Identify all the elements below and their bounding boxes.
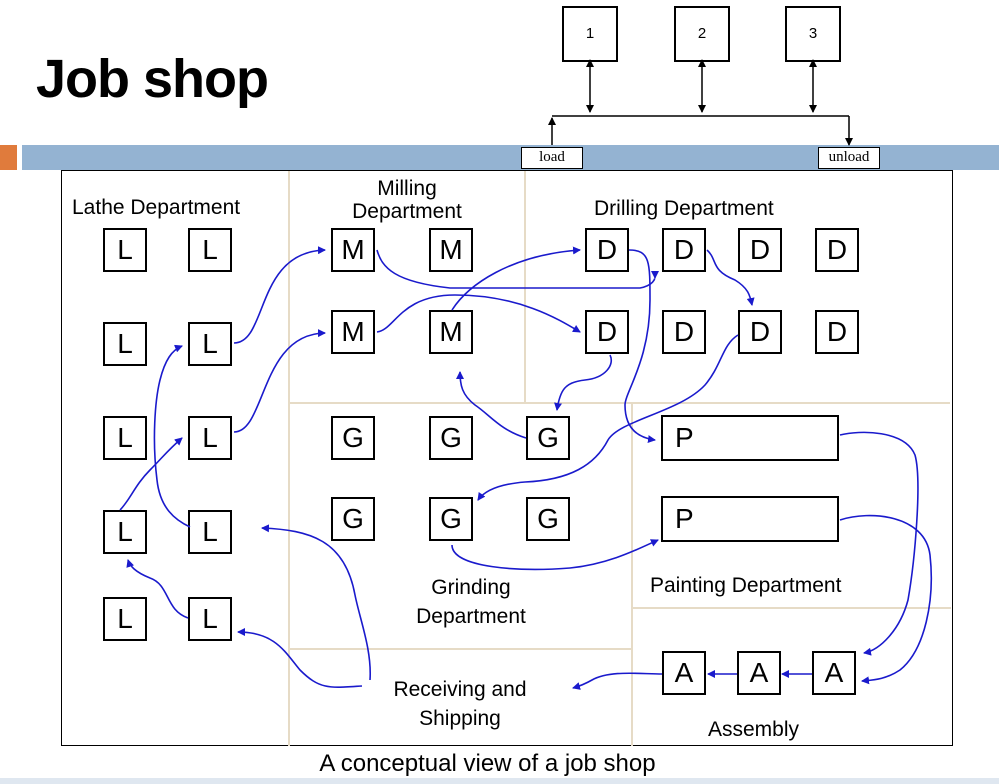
unload-station: unload [818, 147, 880, 169]
milling-machine: M [331, 228, 375, 272]
grinding-department-label: Grinding Department [405, 575, 537, 630]
diagram-caption: A conceptual view of a job shop [319, 750, 656, 777]
lathe-machine: L [188, 322, 232, 366]
separator [631, 404, 633, 746]
title-accent-bar [0, 145, 17, 170]
separator [633, 607, 951, 609]
drilling-machine: D [585, 228, 629, 272]
receiving-shipping-label: Receiving and Shipping [382, 677, 538, 732]
slide-title: Job shop [36, 49, 269, 109]
drilling-machine: D [662, 228, 706, 272]
transport-bus [548, 59, 853, 146]
lathe-department-label: Lathe Department [72, 196, 241, 219]
milling-machine: M [331, 310, 375, 354]
drilling-machine: D [815, 310, 859, 354]
grinding-machine: G [526, 497, 570, 541]
separator [290, 648, 631, 650]
lathe-machine: L [188, 510, 232, 554]
lathe-machine: L [188, 597, 232, 641]
lathe-machine: L [103, 597, 147, 641]
separator [290, 402, 950, 404]
assembly-machine: A [812, 651, 856, 695]
separator [288, 171, 290, 746]
grinding-machine: G [429, 497, 473, 541]
bottom-strip [0, 778, 999, 784]
milling-department-label: Milling Department [343, 176, 471, 225]
receiving-label-line2: Shipping [419, 707, 501, 730]
milling-machine: M [429, 310, 473, 354]
drilling-department-label: Drilling Department [594, 197, 774, 220]
painting-department-label: Painting Department [650, 574, 842, 597]
grinding-label-line2: Department [416, 605, 526, 628]
workstation-1: 1 [562, 6, 618, 62]
lathe-machine: L [103, 322, 147, 366]
painting-machine: P [661, 415, 839, 461]
assembly-machine: A [662, 651, 706, 695]
drilling-machine: D [662, 310, 706, 354]
milling-label-line2: Department [352, 200, 462, 223]
workstation-3: 3 [785, 6, 841, 62]
grinding-machine: G [331, 416, 375, 460]
milling-machine: M [429, 228, 473, 272]
grinding-machine: G [526, 416, 570, 460]
lathe-machine: L [103, 510, 147, 554]
lathe-machine: L [188, 228, 232, 272]
painting-machine: P [661, 496, 839, 542]
grinding-label-line1: Grinding [431, 576, 511, 599]
drilling-machine: D [738, 228, 782, 272]
drilling-machine: D [815, 228, 859, 272]
lathe-machine: L [103, 416, 147, 460]
lathe-machine: L [188, 416, 232, 460]
assembly-machine: A [737, 651, 781, 695]
grinding-machine: G [331, 497, 375, 541]
receiving-label-line1: Receiving and [393, 678, 527, 701]
assembly-label: Assembly [708, 718, 800, 741]
lathe-machine: L [103, 228, 147, 272]
grinding-machine: G [429, 416, 473, 460]
separator [524, 171, 526, 403]
drilling-machine: D [585, 310, 629, 354]
drilling-machine: D [738, 310, 782, 354]
milling-label-line1: Milling [377, 177, 437, 200]
material-flow-arrows [119, 246, 933, 690]
load-station: load [521, 147, 583, 169]
